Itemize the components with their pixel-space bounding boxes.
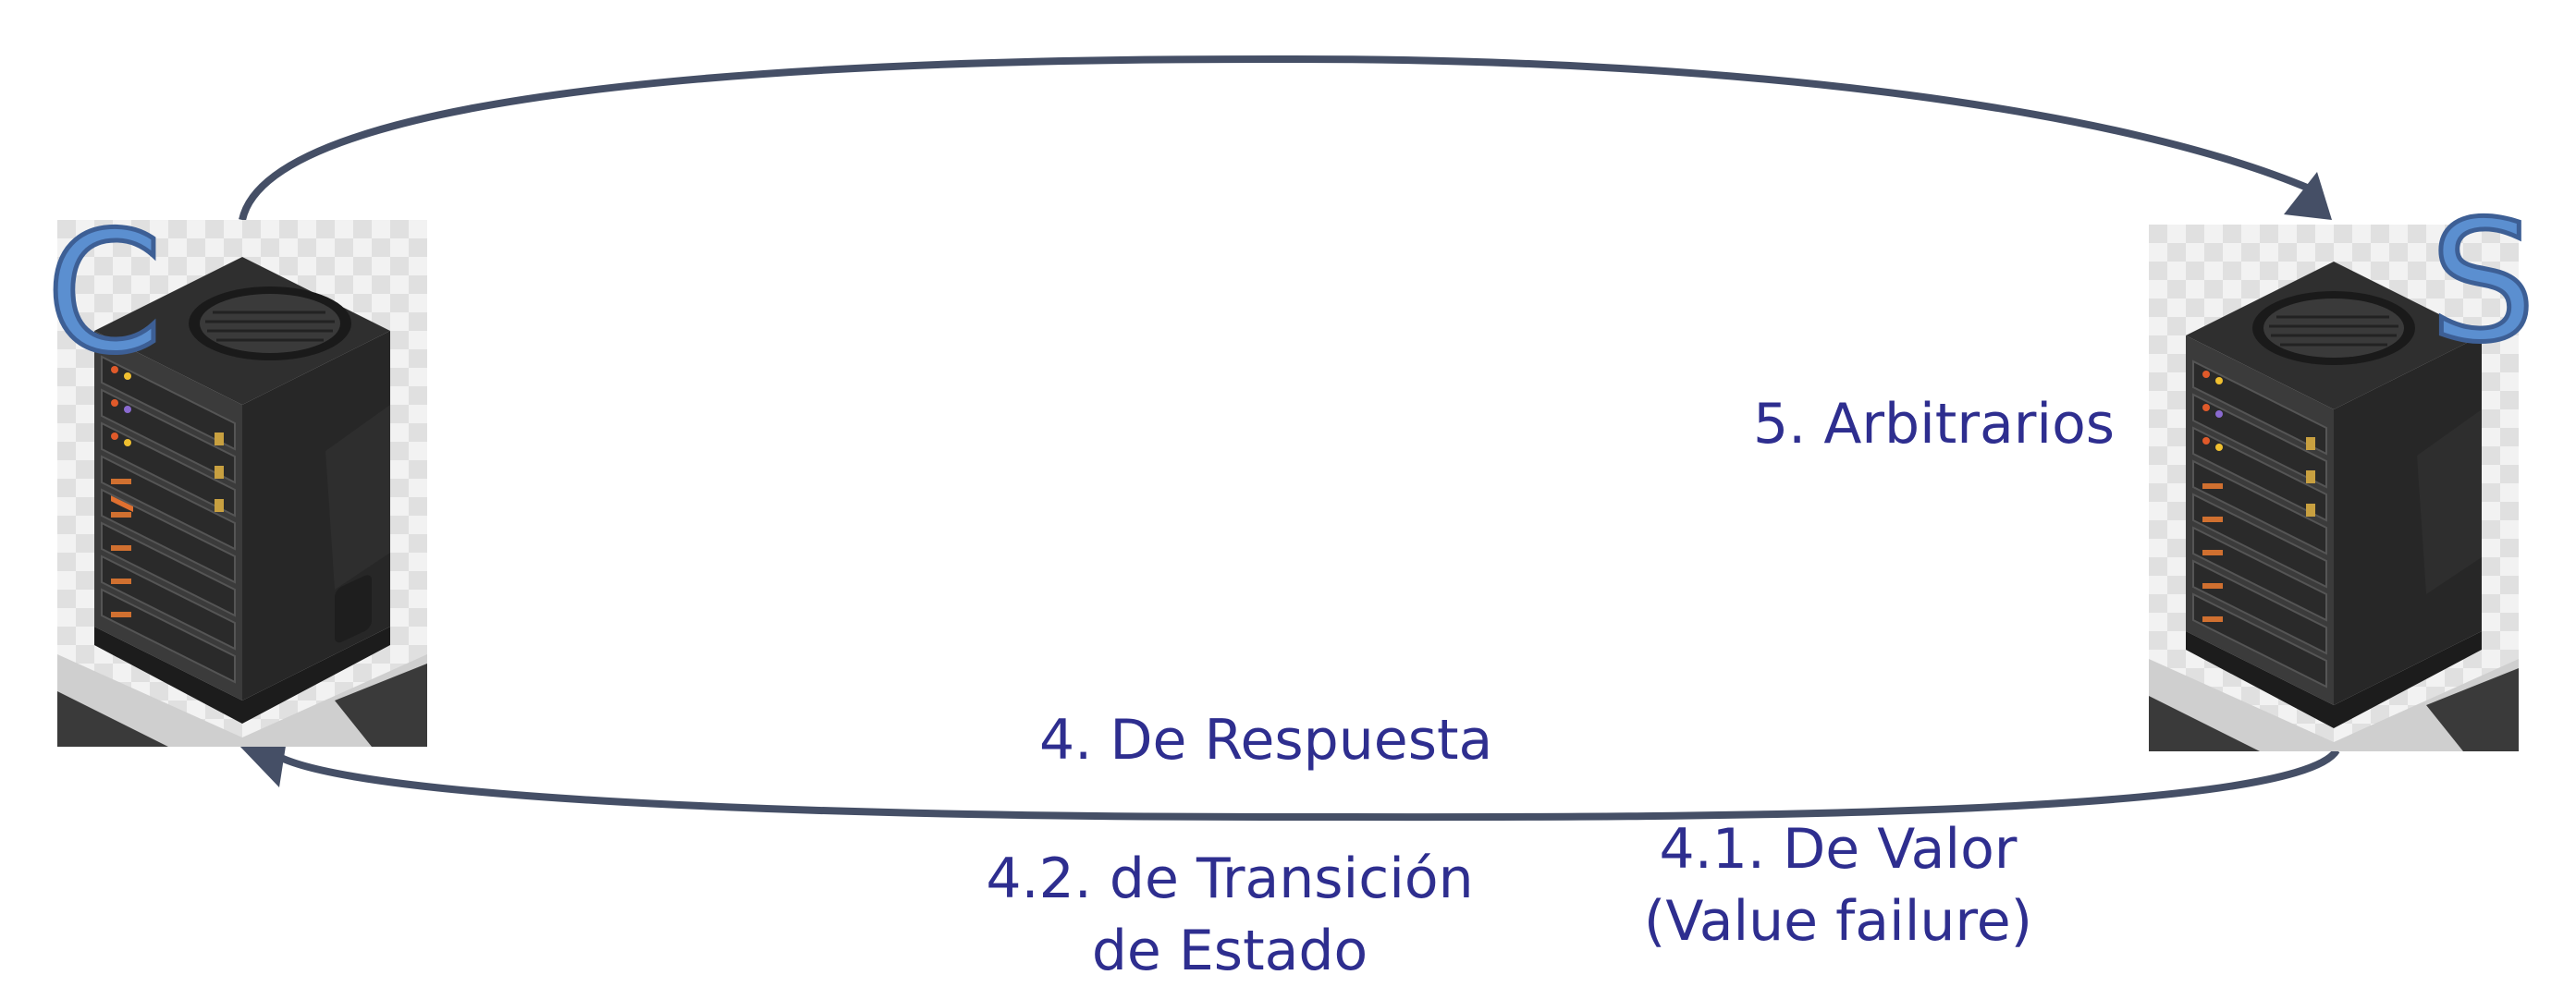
label-de-respuesta: 4. De Respuesta [1039, 708, 1493, 773]
server-letter: S [2427, 186, 2537, 379]
request-arrow [239, 55, 2313, 221]
request-arrowhead [2284, 172, 2332, 220]
label-de-valor-line1: 4.1. De Valor [1659, 817, 2018, 882]
label-de-valor: 4.1. De Valor (Value failure) [1635, 813, 2042, 957]
server-rack-icon [57, 220, 427, 747]
client-server-icon [57, 220, 427, 747]
label-de-valor-line2: (Value failure) [1643, 889, 2033, 954]
label-de-transicion: 4.2. de Transición de Estado [980, 843, 1479, 987]
server-rack-icon [2149, 225, 2519, 751]
label-de-transicion-line2: de Estado [1091, 919, 1368, 983]
client-letter: C [44, 197, 166, 390]
label-de-transicion-line1: 4.2. de Transición [986, 847, 1474, 911]
server-server-icon [2149, 225, 2519, 751]
label-arbitrarios: 5. Arbitrarios [1753, 392, 2116, 457]
response-arrow [276, 748, 2340, 822]
